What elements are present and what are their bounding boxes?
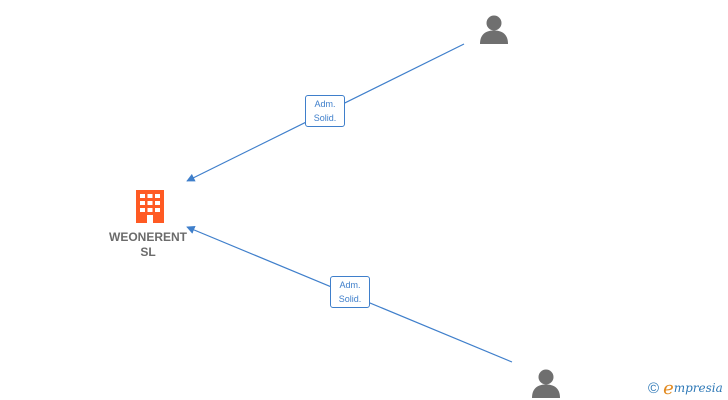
relation-label-2: Adm. Solid. — [330, 276, 370, 308]
relation-role-line1: Adm. — [314, 99, 336, 109]
brand-logo-initial: e — [663, 377, 674, 399]
company-name-line2: SL — [140, 245, 156, 259]
building-icon[interactable] — [136, 190, 164, 223]
relation-label-1: Adm. Solid. — [305, 95, 345, 127]
person-icon[interactable] — [532, 369, 560, 399]
copyright-symbol: © — [648, 379, 660, 397]
company-name-label[interactable]: WEONERENT SL — [100, 230, 196, 260]
person-icon[interactable] — [480, 15, 508, 45]
relation-role-line1: Adm. — [339, 280, 361, 290]
company-name-line1: WEONERENT — [109, 230, 187, 244]
relation-role-line2: Solid. — [338, 294, 362, 304]
brand-logo-text: mpresia — [673, 381, 723, 395]
brand-watermark: © e mpresia — [648, 377, 723, 399]
relation-role-line2: Solid. — [313, 113, 337, 123]
